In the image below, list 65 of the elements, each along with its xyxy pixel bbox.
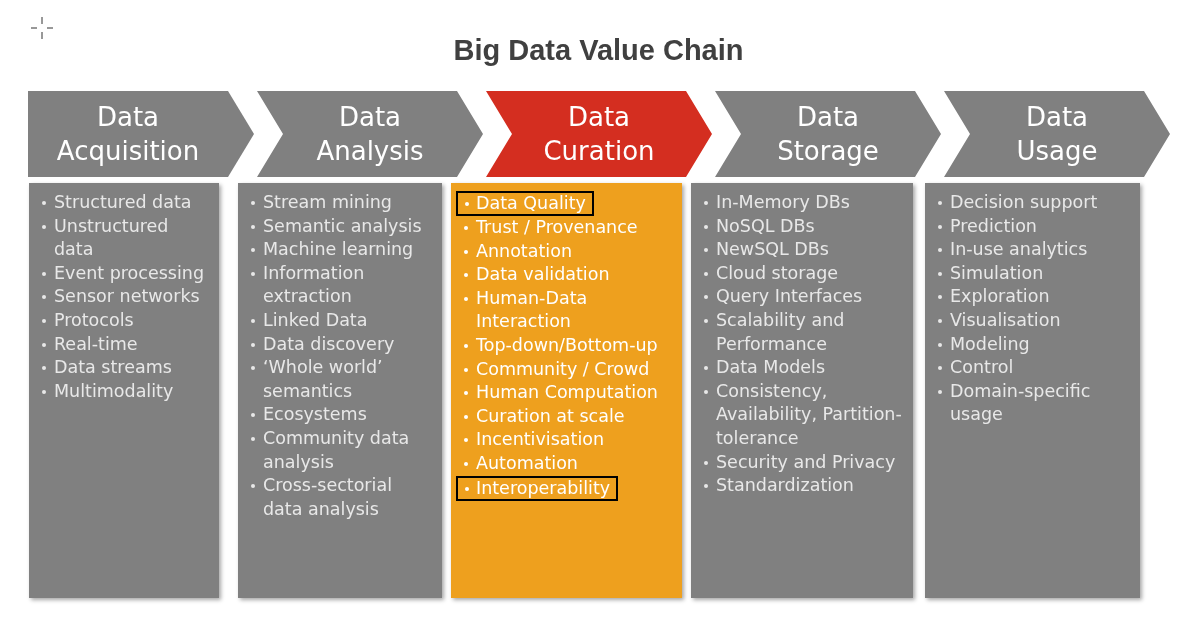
highlighted-item: Interoperability <box>456 475 619 501</box>
stage-title: Data Curation <box>543 101 655 168</box>
list-item: ‘Whole world’ semantics <box>248 356 436 404</box>
list-item: Domain-specific usage <box>935 379 1134 427</box>
list-item: Community data analysis <box>248 426 436 475</box>
list-item: Modeling <box>935 332 1030 357</box>
list-item: Visualisation <box>935 308 1061 333</box>
list-item: Information extraction <box>248 261 436 309</box>
list-item: Semantic analysis <box>248 214 422 239</box>
highlighted-item: Data Quality <box>456 191 594 216</box>
list-item: Multimodality <box>39 379 174 404</box>
list-item: Machine learning <box>248 238 414 262</box>
list-item: Stream mining <box>248 191 392 215</box>
list-item: In-Memory DBs <box>701 191 850 215</box>
list-item: Linked Data <box>248 308 368 333</box>
list-item: Data discovery <box>248 332 395 357</box>
list-item: Real-time <box>39 332 138 357</box>
list-item: Cross-sectorial data analysis <box>248 474 436 522</box>
diagram-title: Big Data Value Chain <box>452 34 745 67</box>
list-panel <box>451 183 682 598</box>
stage-title: Data Storage <box>777 101 879 168</box>
list-item: Consistency, Availability, Partition-tolerance <box>701 379 907 451</box>
stage-title: Data Analysis <box>316 101 424 168</box>
list-item: Simulation <box>935 261 1044 286</box>
stage-title: Data Acquisition <box>56 101 200 168</box>
list-item: Community / Crowd <box>461 357 650 382</box>
list-item: Exploration <box>935 285 1050 309</box>
list-item: Event processing <box>39 261 204 286</box>
list-item: Data Models <box>701 356 825 380</box>
stage-title: Data Usage <box>1016 101 1098 168</box>
list-panel <box>691 183 913 598</box>
stage-banner <box>257 91 483 177</box>
list-item: Query Interfaces <box>701 285 863 309</box>
stage-banner <box>944 91 1170 177</box>
list-panel <box>29 183 219 598</box>
list-item: Cloud storage <box>701 261 839 286</box>
list-item: Top-down/Bottom-up <box>461 333 658 358</box>
list-item: Annotation <box>461 239 572 264</box>
list-panel <box>238 183 442 598</box>
list-item: Incentivisation <box>461 428 605 452</box>
list-item: Control <box>935 356 1014 380</box>
stage-banner <box>28 91 254 177</box>
list-item: Sensor networks <box>39 285 200 309</box>
list-item: Decision support <box>935 191 1098 215</box>
list-item: Prediction <box>935 214 1037 239</box>
list-item: Standardization <box>701 474 854 498</box>
list-item: Trust / Provenance <box>461 216 638 240</box>
list-item: Human Computation <box>461 381 658 405</box>
list-item: Automation <box>461 451 578 476</box>
list-item: NoSQL DBs <box>701 214 815 239</box>
list-item: In-use analytics <box>935 238 1088 262</box>
list-panel <box>925 183 1140 598</box>
list-item: Scalability and Performance <box>701 308 907 357</box>
list-item: NewSQL DBs <box>701 238 829 262</box>
list-item: Protocols <box>39 308 134 333</box>
list-item: Unstructured data <box>39 214 213 262</box>
list-item: Structured data <box>39 191 192 215</box>
stage-banner <box>486 91 712 177</box>
list-item: Data validation <box>461 263 610 287</box>
stage-banner <box>715 91 941 177</box>
list-item: Human-Data Interaction <box>461 286 676 334</box>
list-item: Curation at scale <box>461 404 625 429</box>
list-item: Ecosystems <box>248 403 367 427</box>
list-item: Data streams <box>39 356 172 380</box>
list-item: Security and Privacy <box>701 450 896 475</box>
